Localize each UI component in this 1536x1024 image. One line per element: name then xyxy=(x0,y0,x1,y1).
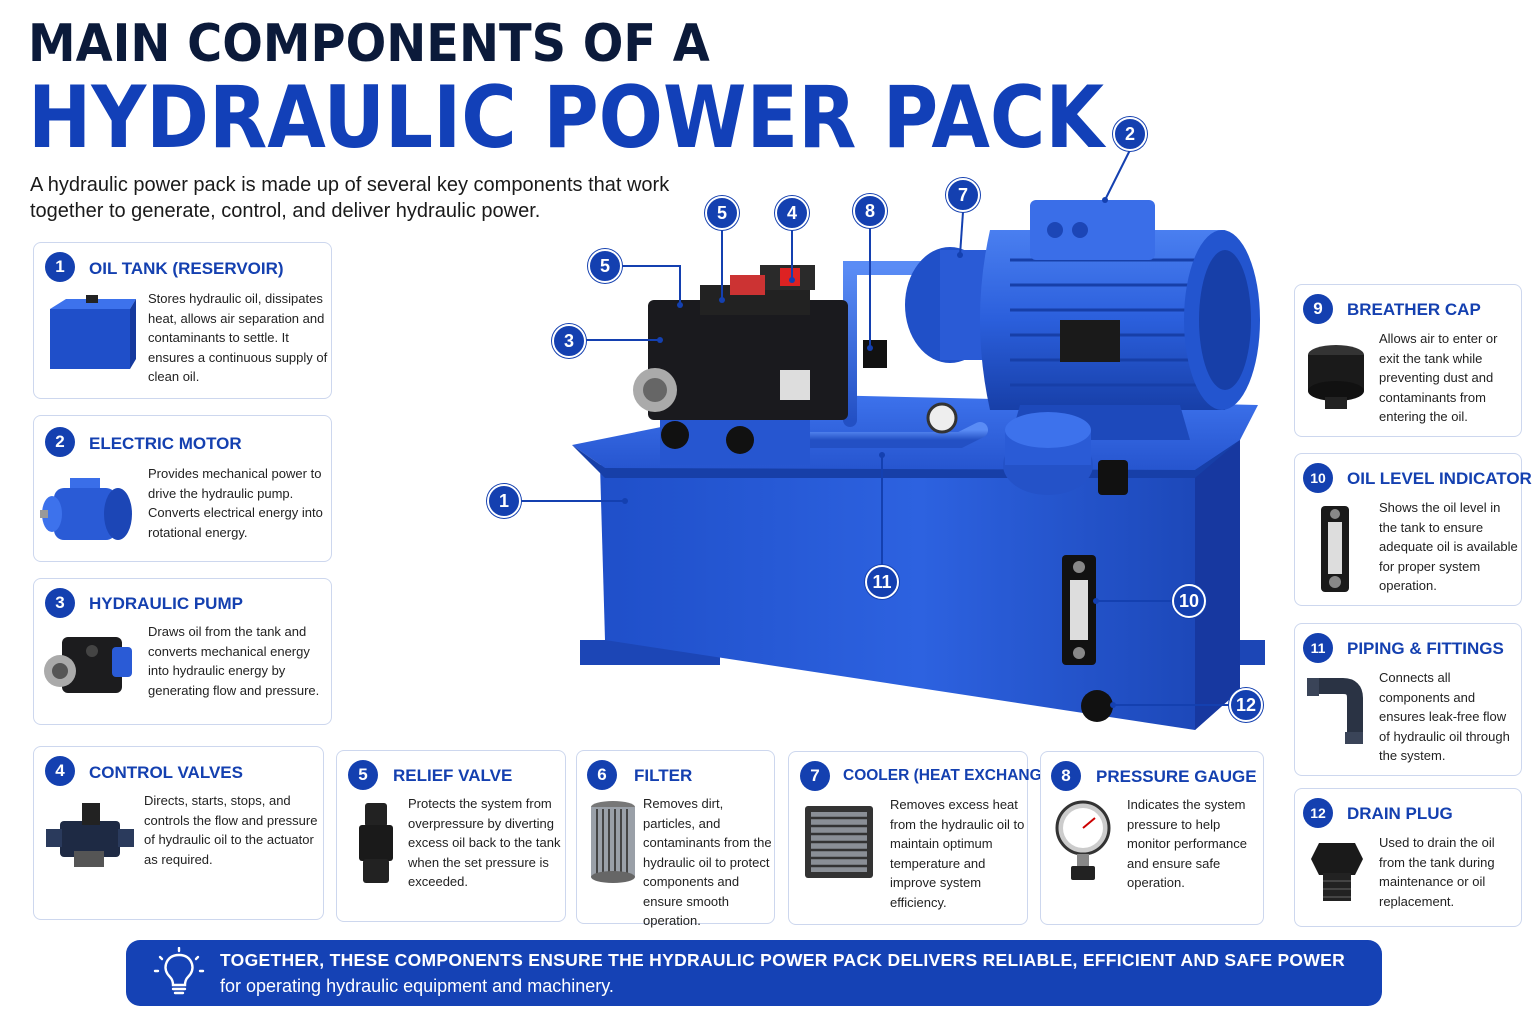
callout-3: 3 xyxy=(552,324,586,358)
component-card-control-valves: 4 CONTROL VALVES Directs, starts, stops,… xyxy=(33,746,324,920)
card-description: Directs, starts, stops, and controls the… xyxy=(144,793,318,867)
callout-5-side: 5 xyxy=(588,249,622,283)
callout-5-top: 5 xyxy=(705,196,739,230)
callout-8: 8 xyxy=(853,194,887,228)
card-number: 8 xyxy=(1051,761,1081,791)
card-title: DRAIN PLUG xyxy=(1347,804,1453,823)
card-description: Shows the oil level in the tank to ensur… xyxy=(1379,500,1518,593)
oil-level-indicator-icon xyxy=(1321,506,1349,592)
pressure-gauge-icon xyxy=(1055,800,1111,880)
card-number: 5 xyxy=(348,760,378,790)
card-title: OIL LEVEL INDICATOR xyxy=(1347,469,1532,488)
subtitle: A hydraulic power pack is made up of sev… xyxy=(30,174,670,222)
component-card-piping-fittings: 11 PIPING & FITTINGS Connects all compon… xyxy=(1294,623,1522,776)
cooler-icon xyxy=(805,806,873,878)
card-title: CONTROL VALVES xyxy=(89,763,243,782)
card-title: BREATHER CAP xyxy=(1347,300,1481,319)
card-description: Removes excess heat from the hydraulic o… xyxy=(890,797,1025,910)
electric-motor-icon xyxy=(40,478,132,540)
title-line-1: MAIN COMPONENTS OF A xyxy=(28,14,710,74)
lightbulb-icon xyxy=(153,947,205,995)
relief-valve-icon xyxy=(359,803,393,883)
component-card-electric-motor: 2 ELECTRIC MOTOR Provides mechanical pow… xyxy=(33,415,332,562)
filter-icon xyxy=(591,801,635,883)
callout-12: 12 xyxy=(1229,688,1263,722)
hydraulic-pump-icon xyxy=(44,637,132,693)
banner-headline: TOGETHER, THESE COMPONENTS ENSURE THE HY… xyxy=(220,950,1346,970)
card-number: 7 xyxy=(800,761,830,791)
card-description: Used to drain the oil from the tank duri… xyxy=(1379,835,1495,909)
component-card-oil-tank: 1 OIL TANK (RESERVOIR) Stores hydraulic … xyxy=(33,242,332,399)
banner-subline: for operating hydraulic equipment and ma… xyxy=(220,976,614,996)
breather-cap-icon xyxy=(1308,345,1364,409)
card-number: 11 xyxy=(1303,633,1333,663)
card-number: 9 xyxy=(1303,294,1333,324)
callout-4: 4 xyxy=(775,196,809,230)
card-description: Connects all components and ensures leak… xyxy=(1379,670,1510,763)
card-title: RELIEF VALVE xyxy=(393,766,513,785)
component-card-hydraulic-pump: 3 HYDRAULIC PUMP Draws oil from the tank… xyxy=(33,578,332,725)
card-description: Draws oil from the tank and converts mec… xyxy=(148,624,320,698)
card-number: 1 xyxy=(45,252,75,282)
card-title: PIPING & FITTINGS xyxy=(1347,639,1504,658)
card-title: COOLER (HEAT EXCHANGER) xyxy=(843,767,1069,784)
component-card-relief-valve: 5 RELIEF VALVE Protects the system from … xyxy=(336,750,566,922)
card-title: ELECTRIC MOTOR xyxy=(89,434,242,453)
card-title: PRESSURE GAUGE xyxy=(1096,767,1257,786)
component-card-oil-level-indicator: 10 OIL LEVEL INDICATOR Shows the oil lev… xyxy=(1294,453,1532,606)
component-card-breather-cap: 9 BREATHER CAP Allows air to enter or ex… xyxy=(1294,284,1522,437)
callout-10: 10 xyxy=(1172,584,1206,618)
component-card-filter: 6 FILTER Removes dirt, particles, and co… xyxy=(576,750,775,928)
callout-7: 7 xyxy=(946,178,980,212)
component-card-cooler: 7 COOLER (HEAT EXCHANGER) Removes excess… xyxy=(788,751,1068,925)
card-title: OIL TANK (RESERVOIR) xyxy=(89,259,284,278)
card-description: Protects the system from overpressure by… xyxy=(408,796,561,889)
card-number: 10 xyxy=(1303,463,1333,493)
card-title: HYDRAULIC PUMP xyxy=(89,594,243,613)
pipe-fitting-icon xyxy=(1307,678,1363,744)
card-number: 2 xyxy=(45,427,75,457)
card-description: Allows air to enter or exit the tank whi… xyxy=(1379,331,1498,424)
card-number: 4 xyxy=(45,756,75,786)
callout-11: 11 xyxy=(865,565,899,599)
callout-1: 1 xyxy=(487,484,521,518)
card-number: 6 xyxy=(587,760,617,790)
summary-banner: TOGETHER, THESE COMPONENTS ENSURE THE HY… xyxy=(126,940,1382,1006)
card-number: 3 xyxy=(45,588,75,618)
component-card-drain-plug: 12 DRAIN PLUG Used to drain the oil from… xyxy=(1294,788,1522,927)
card-description: Indicates the system pressure to help mo… xyxy=(1127,797,1247,890)
callout-2: 2 xyxy=(1113,117,1147,151)
card-description: Provides mechanical power to drive the h… xyxy=(148,466,323,540)
card-description: Stores hydraulic oil, dissipates heat, a… xyxy=(148,291,328,384)
control-valve-icon xyxy=(46,803,134,867)
component-card-pressure-gauge: 8 PRESSURE GAUGE Indicates the system pr… xyxy=(1040,751,1264,925)
title-line-2: HYDRAULIC POWER PACK xyxy=(28,68,1105,168)
drain-plug-icon xyxy=(1311,843,1363,901)
card-description: Removes dirt, particles, and contaminant… xyxy=(643,796,772,928)
card-number: 12 xyxy=(1303,798,1333,828)
card-title: FILTER xyxy=(634,766,693,785)
oil-tank-icon xyxy=(50,295,136,369)
